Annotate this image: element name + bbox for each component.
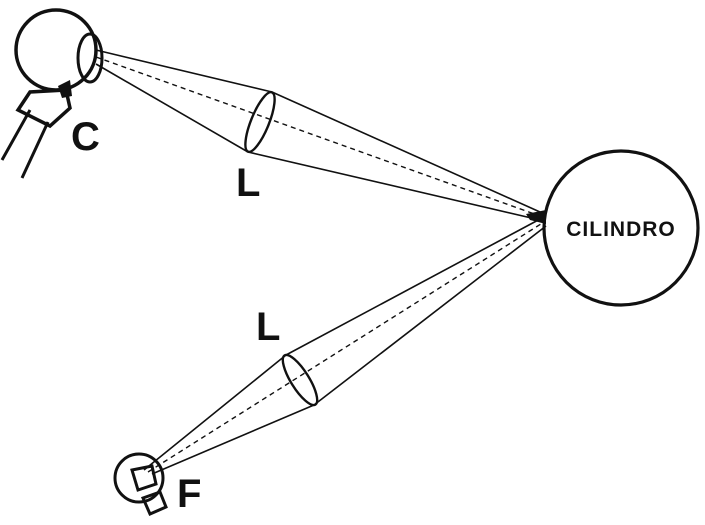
label-lens-bottom: L [256,305,280,349]
source-lamp [130,464,158,492]
source-body [113,452,165,504]
label-cylinder: CILINDRO [566,218,676,241]
camera-aperture [76,32,104,84]
label-camera: C [71,115,100,159]
camera-mount [15,88,72,129]
bottom-beam [143,217,547,475]
label-source: F [177,472,201,516]
top-beam [95,49,541,221]
bottom-lens [281,353,319,407]
top-lens [244,90,276,154]
light-source [113,452,168,516]
label-lens-top: L [236,161,260,205]
camera-arm [0,109,50,179]
cylinder-contact-point [526,210,546,224]
source-base [140,490,168,516]
